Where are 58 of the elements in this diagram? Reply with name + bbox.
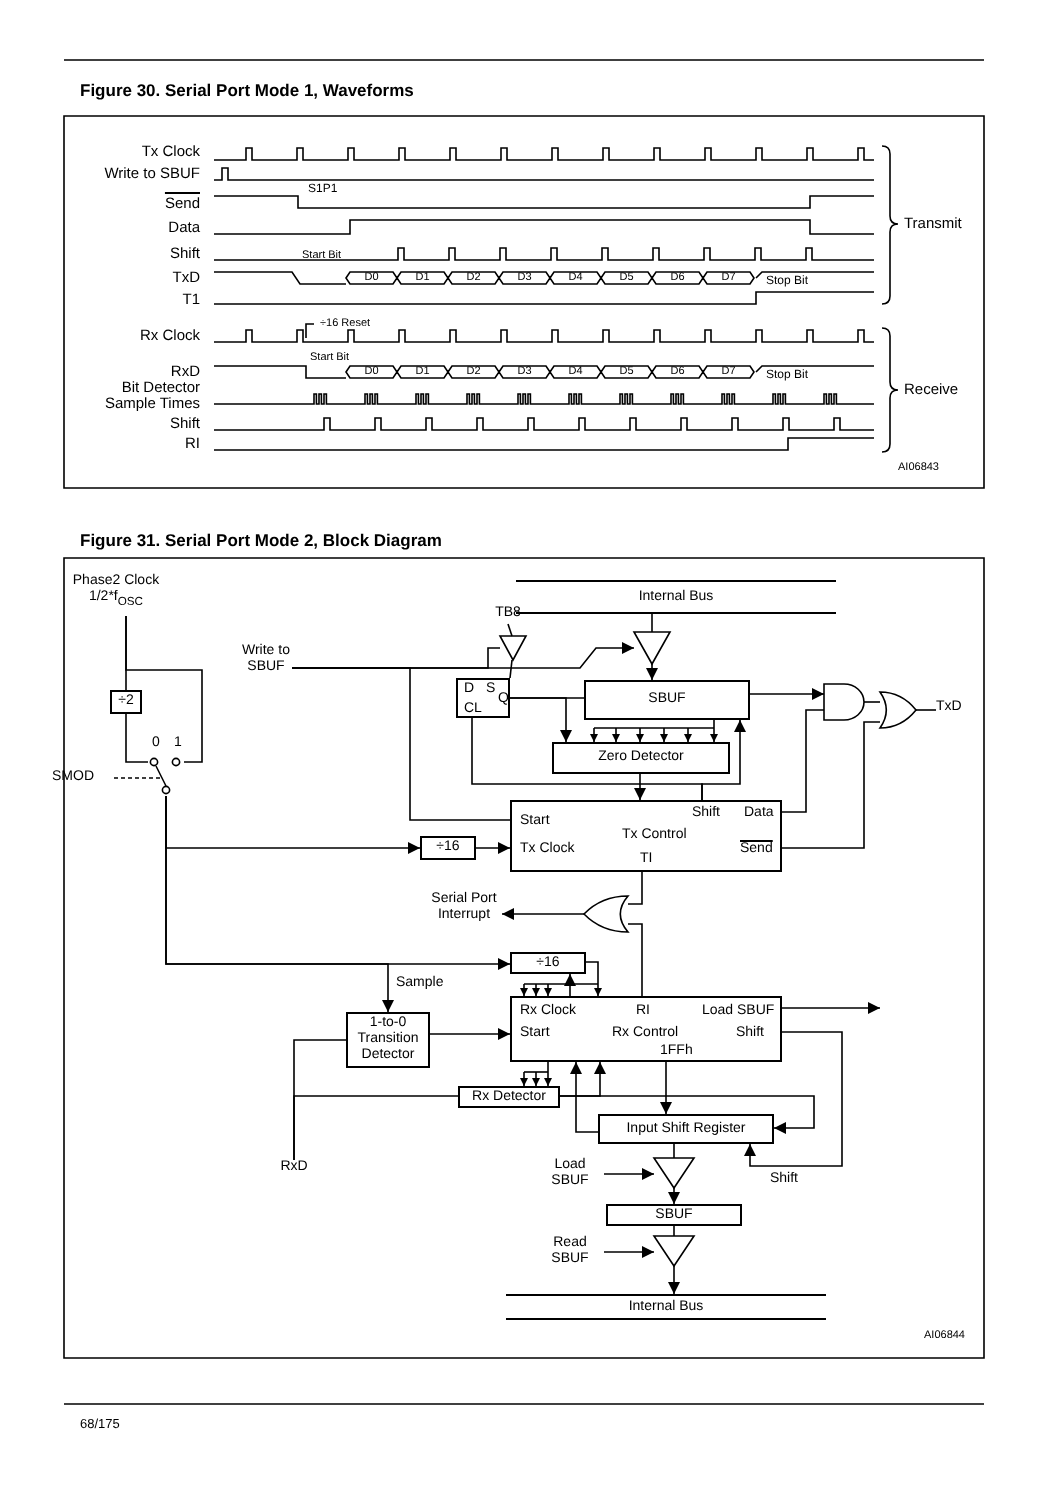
register-box xyxy=(584,680,750,720)
connector-line xyxy=(781,721,881,849)
arrow xyxy=(744,1031,843,1167)
arrow xyxy=(634,773,646,801)
bus-band xyxy=(506,1294,826,1320)
connector-line xyxy=(915,709,937,711)
arrow xyxy=(603,1246,655,1258)
arrow xyxy=(585,961,602,997)
or-gate-symbol xyxy=(584,896,628,932)
bus-band xyxy=(516,580,836,614)
arrow xyxy=(781,1002,881,1014)
register-box xyxy=(598,1114,774,1144)
control-block xyxy=(510,800,782,872)
connector-line xyxy=(509,659,513,679)
arrow xyxy=(668,1265,680,1295)
connector-line xyxy=(291,667,511,821)
arrow xyxy=(559,1061,606,1097)
connector-line xyxy=(507,623,513,637)
buffer-symbol xyxy=(500,636,526,660)
arrow xyxy=(646,663,658,681)
connector-line xyxy=(125,615,203,763)
arrow xyxy=(710,719,718,743)
connector-line xyxy=(627,923,643,997)
flip-flop-box xyxy=(456,678,510,718)
buffer-symbol xyxy=(634,632,670,664)
connector-line xyxy=(651,613,653,633)
detector-box xyxy=(552,742,730,774)
arrow xyxy=(564,973,576,997)
arrow xyxy=(749,688,825,700)
switch-symbol xyxy=(148,756,184,796)
connector-line xyxy=(293,1095,459,1161)
arrow xyxy=(509,697,572,743)
buffer-symbol xyxy=(654,1158,694,1188)
detector-box xyxy=(346,1012,430,1068)
arrow xyxy=(501,908,585,920)
arrow xyxy=(165,795,394,1013)
arrow xyxy=(603,1168,655,1180)
arrow xyxy=(668,1187,680,1205)
figure-title: Figure 31. Serial Port Mode 2, Block Diagram xyxy=(80,531,442,551)
buffer-symbol xyxy=(654,1236,694,1266)
and-gate-symbol xyxy=(824,684,864,720)
connector-line xyxy=(125,713,149,763)
figure-title: Figure 30. Serial Port Mode 1, Waveforms xyxy=(80,81,414,101)
control-block xyxy=(510,996,782,1062)
detector-box xyxy=(458,1086,560,1108)
connector-line xyxy=(781,709,825,813)
register-box xyxy=(606,1204,742,1226)
arrow xyxy=(570,1061,599,1133)
or-gate-symbol xyxy=(880,692,916,728)
connector-line xyxy=(627,871,643,905)
arrow xyxy=(544,1061,552,1087)
arrow xyxy=(475,842,511,854)
connector-line xyxy=(673,1225,675,1237)
arrow xyxy=(429,1028,511,1040)
arrow xyxy=(660,1061,672,1115)
connector-line xyxy=(471,717,703,801)
connector-line xyxy=(863,701,881,703)
connector-line xyxy=(673,1143,675,1159)
